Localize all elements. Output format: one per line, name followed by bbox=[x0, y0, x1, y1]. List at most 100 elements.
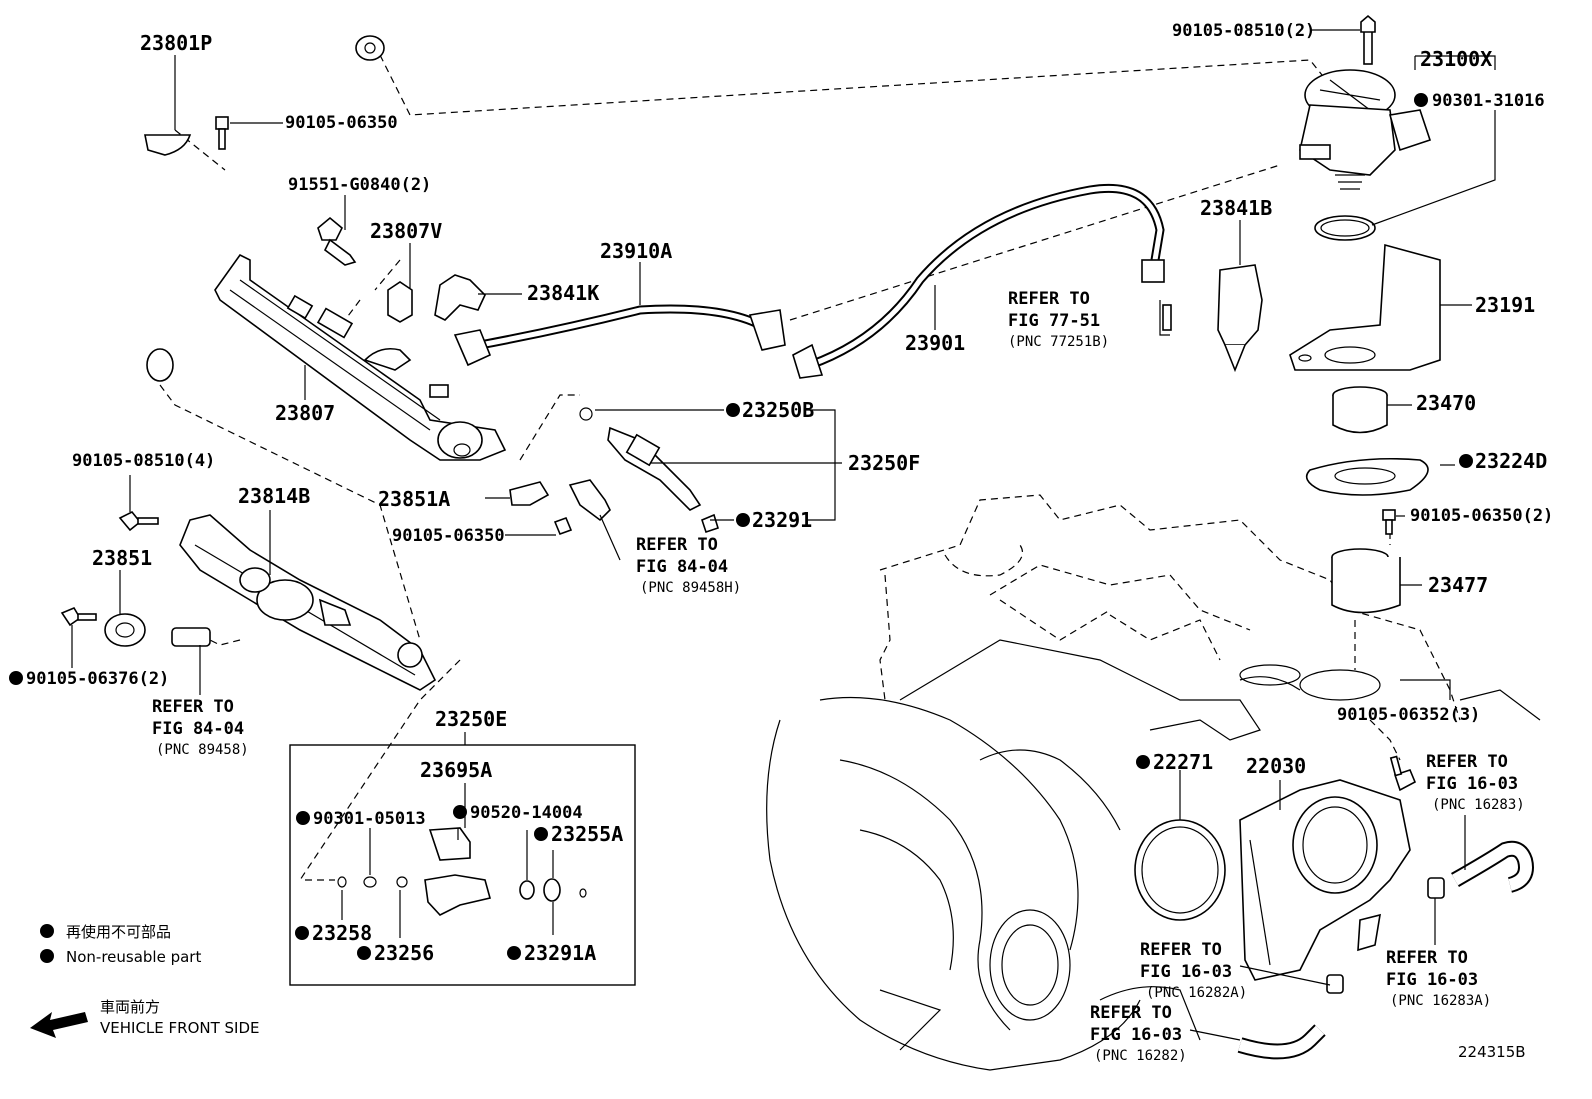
label-23291: 23291 bbox=[752, 508, 812, 532]
label-23291A: 23291A bbox=[524, 941, 596, 965]
assembly-dashed-lines bbox=[159, 54, 1401, 881]
housing-23477 bbox=[1331, 548, 1401, 614]
throttle-body-22030 bbox=[1239, 779, 1411, 981]
front-en: VEHICLE FRONT SIDE bbox=[100, 1019, 260, 1037]
label-90105-06350-b: 90105-06350 bbox=[392, 526, 505, 546]
bolt-90105-08510-4 bbox=[118, 510, 159, 532]
non-reusable-mark bbox=[1414, 93, 1428, 107]
sensor-left bbox=[171, 627, 211, 647]
legend-dot-jp bbox=[40, 924, 54, 938]
svg-text:REFER TO: REFER TO bbox=[1386, 948, 1468, 968]
label-23470: 23470 bbox=[1416, 391, 1476, 415]
connector-23841B bbox=[1162, 264, 1263, 373]
clamp-23851A bbox=[509, 481, 550, 506]
legend-dot-en bbox=[40, 949, 54, 963]
label-91551: 91551-G0840(2) bbox=[288, 175, 431, 195]
water-hose-16282 bbox=[1237, 1024, 1326, 1060]
label-23100X: 23100X bbox=[1420, 47, 1492, 71]
refer-16-03-a: REFER TO FIG 16-03 (PNC 16283) bbox=[1426, 752, 1525, 813]
svg-text:FIG 77-51: FIG 77-51 bbox=[1008, 311, 1100, 331]
svg-text:REFER TO: REFER TO bbox=[1140, 940, 1222, 960]
label-90105-06350-a: 90105-06350 bbox=[285, 113, 398, 133]
svg-text:FIG 16-03: FIG 16-03 bbox=[1386, 970, 1478, 990]
non-reusable-mark bbox=[534, 827, 548, 841]
vehicle-front-indicator: 車両前方 VEHICLE FRONT SIDE bbox=[30, 998, 260, 1038]
lifter-23470 bbox=[1332, 386, 1388, 434]
oring-90301-31016 bbox=[1314, 215, 1376, 241]
fuel-line-23801P bbox=[138, 35, 385, 382]
label-90520-14004: 90520-14004 bbox=[470, 803, 583, 823]
water-hose-16283 bbox=[1451, 840, 1534, 893]
label-22030: 22030 bbox=[1246, 754, 1306, 778]
svg-text:(PNC 89458): (PNC 89458) bbox=[156, 742, 249, 758]
fuel-pump-23100X bbox=[1299, 14, 1432, 190]
non-reusable-mark bbox=[453, 805, 467, 819]
legend: 再使用不可部品 Non-reusable part bbox=[40, 923, 201, 966]
label-90105-06376-2: 90105-06376(2) bbox=[26, 669, 169, 689]
label-23191: 23191 bbox=[1475, 293, 1535, 317]
non-reusable-mark bbox=[1459, 454, 1473, 468]
non-reusable-mark bbox=[507, 946, 521, 960]
label-23250E: 23250E bbox=[435, 707, 507, 731]
svg-text:FIG 84-04: FIG 84-04 bbox=[152, 719, 244, 739]
label-23841B: 23841B bbox=[1200, 196, 1272, 220]
engine-block-outline bbox=[879, 494, 1461, 721]
injector-kit-box-23250E bbox=[289, 744, 636, 986]
non-reusable-mark bbox=[296, 811, 310, 825]
bolt-90105-06350-a bbox=[215, 116, 229, 150]
engine-block-body bbox=[766, 639, 1541, 1071]
insulator-23851 bbox=[104, 613, 146, 647]
label-23258: 23258 bbox=[312, 921, 372, 945]
figure-id: 224315B bbox=[1458, 1043, 1526, 1061]
label-23695A: 23695A bbox=[420, 758, 492, 782]
bracket-23191 bbox=[1289, 243, 1441, 371]
non-reusable-mark bbox=[736, 513, 750, 527]
leader-lines bbox=[71, 29, 1496, 1041]
svg-text:FIG 84-04: FIG 84-04 bbox=[636, 557, 728, 577]
svg-text:REFER TO: REFER TO bbox=[636, 535, 718, 555]
svg-text:REFER TO: REFER TO bbox=[1090, 1003, 1172, 1023]
svg-text:(PNC 16282): (PNC 16282) bbox=[1094, 1048, 1187, 1064]
label-23801P: 23801P bbox=[140, 31, 212, 55]
fuel-hose-23901 bbox=[792, 183, 1165, 379]
gasket-23224D bbox=[1305, 457, 1429, 496]
svg-text:REFER TO: REFER TO bbox=[152, 697, 234, 717]
legend-jp: 再使用不可部品 bbox=[66, 923, 171, 941]
legend-en: Non-reusable part bbox=[66, 948, 201, 966]
svg-text:FIG 16-03: FIG 16-03 bbox=[1090, 1025, 1182, 1045]
label-23807: 23807 bbox=[275, 401, 335, 425]
clamp-23841K bbox=[434, 274, 486, 321]
refer-84-04-b: REFER TO FIG 84-04 (PNC 89458) bbox=[152, 697, 249, 758]
svg-text:(PNC 89458H): (PNC 89458H) bbox=[640, 580, 741, 596]
svg-text:(PNC 16283A): (PNC 16283A) bbox=[1390, 993, 1491, 1009]
label-22271: 22271 bbox=[1153, 750, 1213, 774]
label-23250F: 23250F bbox=[848, 451, 920, 475]
fuel-rail-23814B bbox=[179, 514, 437, 691]
label-90105-06350-2: 90105-06350(2) bbox=[1410, 506, 1553, 526]
label-90105-08510-2: 90105-08510(2) bbox=[1172, 21, 1315, 41]
label-23250B: 23250B bbox=[742, 398, 814, 422]
front-arrow-icon bbox=[30, 1012, 88, 1038]
bolt-91551-G0840 bbox=[317, 216, 357, 266]
injector-23250F bbox=[579, 407, 719, 534]
label-23477: 23477 bbox=[1428, 573, 1488, 597]
clip-16283A bbox=[1427, 877, 1445, 899]
label-23224D: 23224D bbox=[1475, 449, 1547, 473]
label-23901: 23901 bbox=[905, 331, 965, 355]
label-90301-05013: 90301-05013 bbox=[313, 809, 426, 829]
non-reusable-mark bbox=[295, 926, 309, 940]
part-labels: 23801P 90105-06350 91551-G0840(2) 23807V… bbox=[9, 21, 1553, 965]
label-90301-31016: 90301-31016 bbox=[1432, 91, 1545, 111]
label-23910A: 23910A bbox=[600, 239, 672, 263]
label-23807V: 23807V bbox=[370, 219, 442, 243]
clip-16282A bbox=[1326, 974, 1344, 994]
fuel-rail-23807 bbox=[214, 253, 507, 461]
svg-text:(PNC 77251B): (PNC 77251B) bbox=[1008, 334, 1109, 350]
svg-text:(PNC 16282A): (PNC 16282A) bbox=[1146, 985, 1247, 1001]
non-reusable-mark bbox=[357, 946, 371, 960]
label-23841K: 23841K bbox=[527, 281, 599, 305]
label-90105-08510-4: 90105-08510(4) bbox=[72, 451, 215, 471]
bolt-90105-06350-2 bbox=[1382, 509, 1396, 535]
